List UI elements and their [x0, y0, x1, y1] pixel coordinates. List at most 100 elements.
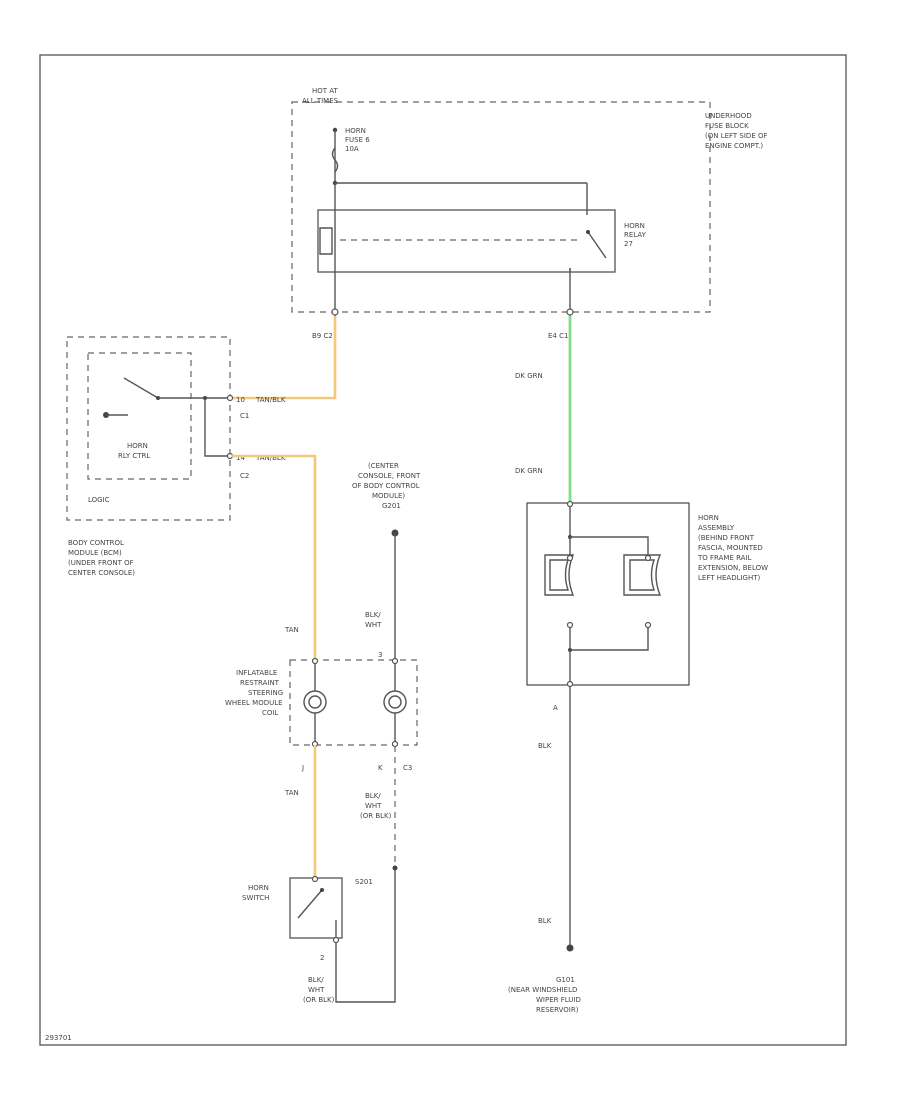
relay-coil-symbol [319, 227, 333, 255]
bcm-label-3: (UNDER FRONT OF [68, 559, 134, 567]
e4-c1-label: E4 C1 [548, 332, 568, 340]
srs-coil-outline [289, 659, 418, 746]
horn-switch-top-terminal [311, 875, 319, 883]
bcm-pin-14: 14 [236, 454, 245, 462]
b9-c2-label: B9 C2 [312, 332, 333, 340]
pin-j-label: J [301, 764, 304, 772]
horn-label-7: LEFT HEADLIGHT) [698, 574, 761, 582]
srs-label-3: STEERING [248, 689, 283, 697]
g201-label-5: G201 [382, 502, 401, 510]
s201-splice [392, 865, 398, 871]
blk-horn-label-2: BLK [538, 917, 552, 925]
tan-label-lower: TAN [284, 789, 299, 797]
horn-assembly-input-terminal [566, 500, 574, 508]
g201-label-3: OF BODY CONTROL [352, 482, 420, 490]
blk-horn-label-1: BLK [538, 742, 552, 750]
horn-relay-box [317, 209, 616, 273]
srs-label-5: COIL [262, 709, 278, 717]
pin-2-label: 2 [320, 954, 324, 962]
fuse-label-3: 10A [345, 145, 359, 153]
bcm-label-4: CENTER CONSOLE) [68, 569, 135, 577]
horn-rly-ctrl-label-2: RLY CTRL [118, 452, 150, 460]
bcm-c2-label: C2 [240, 472, 249, 480]
srs-label-4: WHEEL MODULE [225, 699, 283, 707]
bcm-wire-tan-10: TAN/BLK [255, 396, 286, 404]
tan-label-upper: TAN [284, 626, 299, 634]
ufb-label-4: ENGINE COMPT.) [705, 142, 763, 150]
g201-label-2: CONSOLE, FRONT [358, 472, 421, 480]
blk-wht-upper-2: WHT [365, 621, 382, 629]
bcm-c1-terminal [226, 394, 234, 402]
coil-1-bottom-terminal [311, 740, 319, 748]
tan-wire-b9-to-bcm [230, 316, 337, 400]
page-code: 293701 [45, 1034, 72, 1042]
srs-label-2: RESTRAINT [240, 679, 280, 687]
horn-label-2: ASSEMBLY [698, 524, 735, 532]
label-hot-at: HOT AT [312, 87, 339, 95]
blk-wht-upper-1: BLK/ [365, 611, 381, 619]
horn-switch-label-1: HORN [248, 884, 269, 892]
pin-3-label: 3 [378, 651, 382, 659]
bcm-label-2: MODULE (BCM) [68, 549, 122, 557]
horn-parallel-top [570, 536, 649, 560]
diagram-frame [39, 54, 847, 1046]
horn-label-3: (BEHIND FRONT [698, 534, 755, 542]
horn-2-bottom-terminal [644, 621, 652, 629]
horn-switch-pivot [320, 888, 324, 892]
relay-switch-contact [587, 231, 607, 259]
horn-assembly-outline [526, 502, 690, 686]
bcm-splice-to-c2 [204, 398, 230, 457]
coil-1-top-terminal [311, 657, 319, 665]
horn-2-icon [623, 554, 662, 596]
horn-switch-outline [289, 877, 343, 939]
bcm-inner-logic-outline [87, 352, 192, 480]
coil-2-top-terminal [391, 657, 399, 665]
blk-lower-label-1: BLK/ [365, 792, 381, 800]
logic-label: LOGIC [88, 496, 110, 504]
dk-green-label-1: DK GRN [515, 372, 543, 380]
dk-green-label-2: DK GRN [515, 467, 543, 475]
g201-label-1: (CENTER [368, 462, 399, 470]
fuse-label-2: FUSE 6 [345, 136, 370, 144]
horn-2-top-terminal [644, 554, 652, 562]
horn-rly-ctrl-label-1: HORN [127, 442, 148, 450]
horn-1-bottom-terminal [566, 621, 574, 629]
horn-switch-contact [297, 889, 323, 919]
g201-label-4: MODULE) [372, 492, 405, 500]
bcm-pin-10: 10 [236, 396, 245, 404]
g101-label-3: WIPER FLUID [536, 996, 581, 1004]
srs-label-1: INFLATABLE [236, 669, 277, 677]
bcm-outline [66, 336, 231, 521]
fuse-label-1: HORN [345, 127, 366, 135]
relay-label-2: RELAY [624, 231, 647, 239]
horn-switch-label-2: SWITCH [242, 894, 269, 902]
bcm-c1-label: C1 [240, 412, 249, 420]
coil-2-inner [388, 695, 402, 709]
pin-a-label: A [553, 704, 558, 712]
coil-1-inner [308, 695, 322, 709]
e4-terminal [566, 308, 574, 316]
relay-label-3: 27 [624, 240, 633, 248]
g101-label-4: RESERVOIR) [536, 1006, 579, 1014]
g101-label-2: (NEAR WINDSHIELD [508, 986, 577, 994]
horn-switch-ground-loop [335, 870, 396, 1003]
blk-lower-label-3: (OR BLK) [360, 812, 392, 820]
coil-1-icon [303, 690, 327, 714]
blk-bottom-label-1: BLK/ [308, 976, 324, 984]
horn-switch-bottom-terminal [332, 936, 340, 944]
b9-terminal [331, 308, 339, 316]
g101-label-1: G101 [556, 976, 575, 984]
blk-bottom-label-3: (OR BLK) [303, 996, 335, 1004]
ufb-label-3: (ON LEFT SIDE OF [705, 132, 768, 140]
relay-label-1: HORN [624, 222, 645, 230]
underhood-fuse-block-outline [291, 101, 711, 313]
blk-lower-label-2: WHT [365, 802, 382, 810]
ufb-label-1: UNDERHOOD [705, 112, 752, 120]
horn-parallel-bottom [569, 628, 649, 651]
bcm-wire-tan-14: TAN/BLK [255, 454, 286, 462]
coil-2-icon [383, 690, 407, 714]
bcm-label-1: BODY CONTROL [68, 539, 124, 547]
bcm-c2-terminal [226, 452, 234, 460]
